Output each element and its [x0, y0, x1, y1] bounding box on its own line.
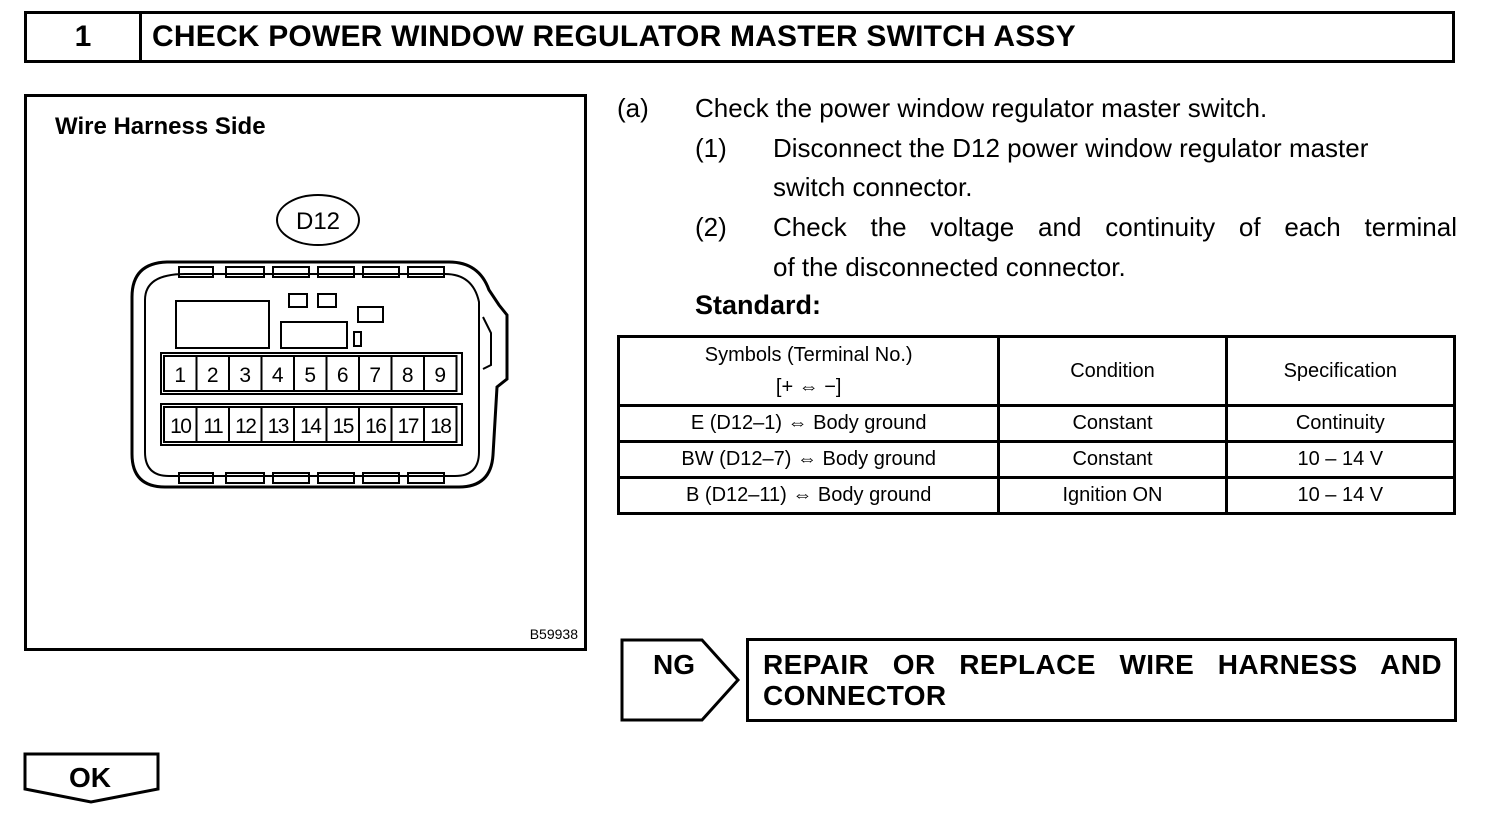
step-2-line1: Check the voltage and continuity of each…	[773, 212, 1457, 242]
terminal-label: 13	[268, 415, 289, 438]
terminal-cell	[423, 355, 458, 392]
cell-symbols: BW (D12–7) ⇔ Body ground	[616, 440, 1001, 479]
connector-figure: Wire Harness Side D12	[24, 94, 587, 651]
terminal-cells	[163, 355, 458, 443]
step-a-text: Check the power window regulator master …	[695, 93, 1268, 123]
terminal-label: 1	[174, 364, 186, 387]
terminal-label: 14	[300, 415, 322, 438]
terminal-label: 4	[272, 364, 284, 387]
ng-arrow-shape	[620, 638, 741, 722]
step-1-marker: (1)	[695, 133, 727, 163]
cell-symbols: E (D12–1) ⇔ Body ground	[616, 404, 1001, 443]
step-2-line2: of the disconnected connector.	[773, 252, 1126, 282]
connector-diagram: D12	[130, 194, 509, 489]
cell-specification: Continuity	[1224, 404, 1457, 443]
connector-keys	[175, 293, 384, 349]
cell-condition: Constant	[997, 404, 1228, 443]
cell-condition: Ignition ON	[997, 476, 1228, 515]
step-header: 1 CHECK POWER WINDOW REGULATOR MASTER SW…	[24, 11, 1455, 63]
cell-condition: Constant	[997, 440, 1228, 479]
terminal-label: 9	[434, 364, 446, 387]
step-1-line2: switch connector.	[773, 172, 973, 202]
terminal-row-bottom-frame	[160, 403, 463, 446]
ng-action-line2: CONNECTOR	[763, 680, 947, 711]
terminal-row-top-frame	[160, 352, 463, 395]
terminal-label: 3	[239, 364, 251, 387]
connector-top-tabs	[178, 266, 445, 278]
connector-housing-inner	[144, 273, 480, 477]
figure-caption: Wire Harness Side	[55, 113, 266, 140]
terminal-label: 8	[402, 364, 414, 387]
cell-specification: 10 – 14 V	[1224, 440, 1457, 479]
table-header-row: Symbols (Terminal No.) [+ ⇔ −] Condition…	[616, 335, 1457, 407]
connector-latch	[482, 316, 492, 370]
terminal-label: 2	[207, 364, 219, 387]
terminal-label: 10	[170, 415, 191, 438]
terminal-label: 5	[304, 364, 316, 387]
step-2-marker: (2)	[695, 212, 727, 242]
terminal-label: 6	[337, 364, 349, 387]
table-row: BW (D12–7) ⇔ Body ground Constant 10 – 1…	[616, 440, 1457, 479]
connector-label-ellipse	[276, 194, 360, 246]
ng-action-line1: REPAIR OR REPLACE WIRE HARNESS AND	[763, 649, 1442, 680]
ok-arrow[interactable]: OK	[22, 751, 164, 807]
terminal-label: 15	[333, 415, 354, 438]
step-number: 1	[27, 14, 142, 60]
ng-action-text: REPAIR OR REPLACE WIRE HARNESS AND CONNE…	[763, 649, 1442, 711]
header-condition: Condition	[997, 335, 1228, 407]
figure-code: B59938	[529, 626, 578, 642]
header-symbols: Symbols (Terminal No.) [+ ⇔ −]	[616, 335, 1001, 407]
step-title: CHECK POWER WINDOW REGULATOR MASTER SWIT…	[152, 20, 1076, 53]
table-row: B (D12–11) ⇔ Body ground Ignition ON 10 …	[616, 476, 1457, 515]
table-row: E (D12–1) ⇔ Body ground Constant Continu…	[616, 404, 1457, 443]
cell-symbols: B (D12–11) ⇔ Body ground	[616, 476, 1001, 515]
connector-bottom-tabs	[178, 472, 445, 484]
ng-arrow[interactable]: NG	[620, 636, 744, 726]
cell-specification: 10 – 14 V	[1224, 476, 1457, 515]
connector-label: D12	[296, 208, 340, 235]
connector-housing-outer	[130, 260, 509, 489]
step-a-marker: (a)	[617, 93, 649, 123]
header-specification: Specification	[1224, 335, 1457, 407]
standard-label: Standard:	[695, 290, 822, 320]
ng-label: NG	[653, 649, 695, 680]
ok-arrow-shape	[23, 752, 160, 804]
terminal-label: 12	[235, 415, 256, 438]
terminal-label: 7	[369, 364, 381, 387]
step-1-line1: Disconnect the D12 power window regulato…	[773, 133, 1369, 163]
ok-label: OK	[69, 762, 111, 793]
ng-action-box: REPAIR OR REPLACE WIRE HARNESS AND CONNE…	[746, 638, 1457, 722]
terminal-label: 11	[203, 415, 223, 438]
terminal-label: 16	[365, 415, 386, 438]
terminal-cell	[423, 406, 458, 443]
terminal-label: 17	[398, 415, 419, 438]
standard-table: Symbols (Terminal No.) [+ ⇔ −] Condition…	[616, 335, 1457, 515]
terminal-label: 18	[430, 415, 451, 438]
